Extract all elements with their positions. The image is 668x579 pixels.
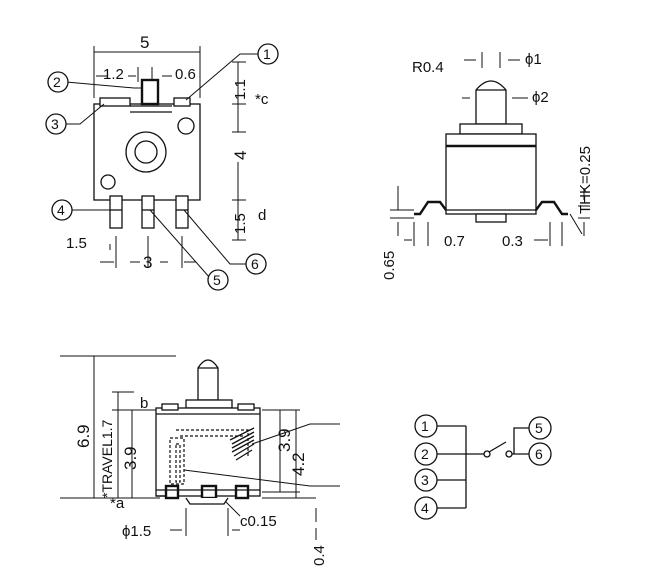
- dim-body: 4: [231, 151, 250, 160]
- dim-42: 4.2: [289, 452, 308, 476]
- dim-065: 0.65: [381, 251, 398, 280]
- dim-39-right: 3.9: [275, 428, 294, 452]
- dim-total: 6.9: [74, 424, 93, 448]
- side-view: R0.4 ϕ1 ϕ2 0.65 0.7: [381, 51, 594, 280]
- schematic-pin-2: 2: [421, 446, 429, 462]
- dim-bottom: 1.5: [232, 213, 249, 234]
- callout-3: 3: [51, 116, 59, 132]
- dim-03: 0.3: [502, 233, 523, 250]
- spring: [229, 427, 255, 461]
- schematic-pin-6: 6: [535, 446, 543, 462]
- dim-note-a: *a: [110, 495, 125, 512]
- schematic: 1 2 3 4 5 6: [414, 414, 552, 520]
- dim-phi2: ϕ2: [532, 89, 549, 106]
- dim-radius: R0.4: [412, 59, 444, 76]
- dim-pin-width: 0.6: [175, 66, 196, 83]
- callout-6: 6: [251, 256, 259, 272]
- dim-travel: *TRAVEL1.7: [99, 419, 115, 498]
- top-view: 5 1.2 0.6 1.1: [45, 33, 279, 291]
- callout-5: 5: [213, 272, 221, 288]
- dim-07: 0.7: [444, 233, 465, 250]
- dim-thk: THK=0.25: [577, 146, 594, 214]
- dim-width: 5: [140, 33, 149, 52]
- dim-04: 0.4: [311, 545, 328, 566]
- dim-bottom-note: d: [258, 207, 266, 224]
- dim-top-note: *c: [255, 91, 269, 108]
- callout-4: 4: [57, 202, 65, 218]
- schematic-pin-4: 4: [421, 500, 429, 516]
- dim-phi15: ϕ1.5: [122, 523, 151, 540]
- dim-pin-offset: 1.5: [66, 235, 87, 252]
- dim-phi1: ϕ1: [525, 51, 542, 68]
- callout-1: 1: [263, 46, 271, 62]
- front-view: 6.9 *TRAVEL1.7 3.9 b *a: [60, 355, 340, 566]
- dim-c015: c0.15: [240, 513, 277, 530]
- callout-2: 2: [53, 74, 61, 90]
- dim-39-left: 3.9: [121, 446, 140, 470]
- dim-top: 1.1: [232, 79, 249, 100]
- schematic-pin-1: 1: [421, 418, 429, 434]
- schematic-pin-3: 3: [421, 472, 429, 488]
- dim-pitch: 3: [143, 253, 152, 272]
- schematic-pin-5: 5: [535, 420, 543, 436]
- dim-note-b: b: [140, 395, 148, 412]
- dim-left-pin: 1.2: [103, 66, 124, 83]
